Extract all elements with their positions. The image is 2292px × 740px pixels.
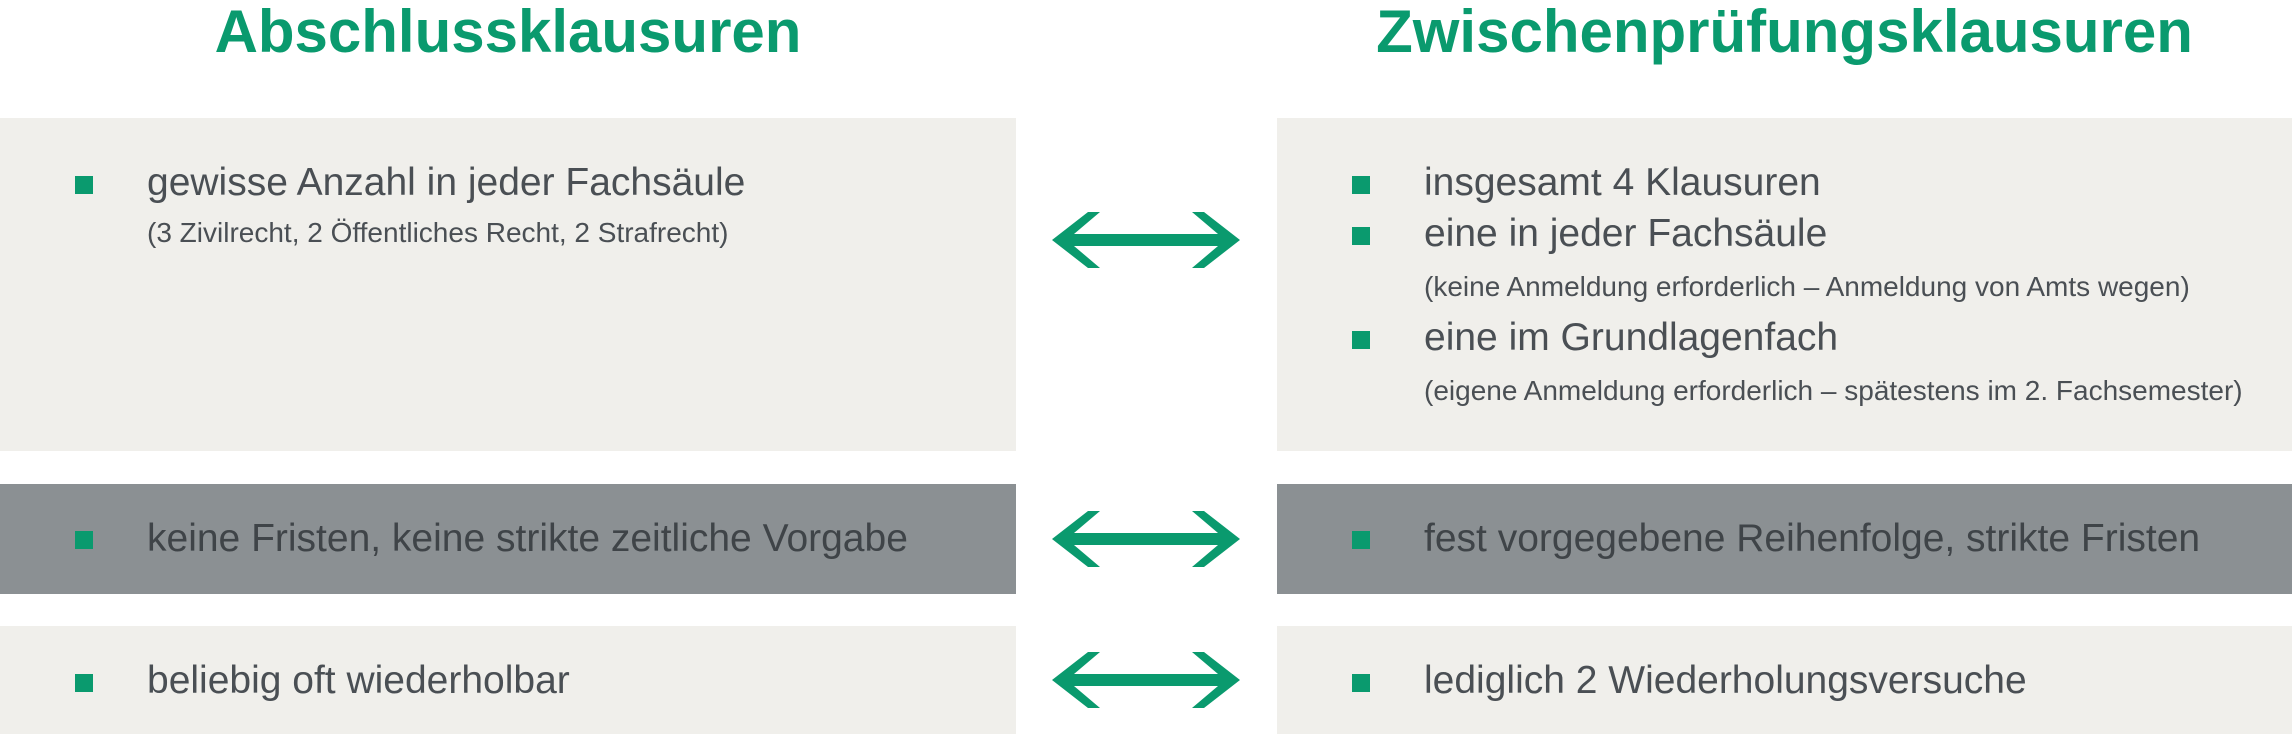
square-bullet-icon bbox=[75, 176, 93, 194]
item-text: gewisse Anzahl in jeder Fachsäule bbox=[147, 161, 746, 204]
item-text: keine Fristen, keine strikte zeitliche V… bbox=[147, 517, 908, 560]
row2-left-panel: keine Fristen, keine strikte zeitliche V… bbox=[0, 484, 1016, 594]
square-bullet-icon bbox=[1352, 331, 1370, 349]
square-bullet-icon bbox=[75, 531, 93, 549]
square-bullet-icon bbox=[1352, 674, 1370, 692]
heading-abschlussklausuren: Abschlussklausuren bbox=[214, 0, 802, 65]
item-note: (eigene Anmeldung erforderlich – spätest… bbox=[1424, 375, 2243, 406]
row1-left-panel: gewisse Anzahl in jeder Fachsäule (3 Ziv… bbox=[0, 118, 1016, 451]
item-text: lediglich 2 Wiederholungsversuche bbox=[1424, 659, 2027, 702]
item-text: insgesamt 4 Klausuren bbox=[1424, 161, 1821, 204]
item-text: eine in jeder Fachsäule bbox=[1424, 212, 1828, 255]
item-note: (3 Zivilrecht, 2 Öffentliches Recht, 2 S… bbox=[147, 217, 729, 248]
double-arrow-icon bbox=[1052, 212, 1240, 268]
item-text: beliebig oft wiederholbar bbox=[147, 659, 570, 702]
item-note: (keine Anmeldung erforderlich – Anmeldun… bbox=[1424, 271, 2190, 302]
heading-zwischenpruefungsklausuren: Zwischenprüfungsklausuren bbox=[1376, 0, 2193, 65]
square-bullet-icon bbox=[1352, 531, 1370, 549]
double-arrow-icon bbox=[1052, 652, 1240, 708]
row3-right-panel: lediglich 2 Wiederholungsversuche bbox=[1277, 626, 2292, 734]
item-text: fest vorgegebene Reihenfolge, strikte Fr… bbox=[1424, 517, 2201, 560]
square-bullet-icon bbox=[1352, 227, 1370, 245]
item-text: eine im Grundlagenfach bbox=[1424, 316, 1839, 359]
row3-left-panel: beliebig oft wiederholbar bbox=[0, 626, 1016, 734]
square-bullet-icon bbox=[1352, 176, 1370, 194]
row2-right-panel: fest vorgegebene Reihenfolge, strikte Fr… bbox=[1277, 484, 2292, 594]
square-bullet-icon bbox=[75, 674, 93, 692]
row1-right-panel: insgesamt 4 Klausuren eine in jeder Fach… bbox=[1277, 118, 2292, 451]
double-arrow-icon bbox=[1052, 511, 1240, 567]
